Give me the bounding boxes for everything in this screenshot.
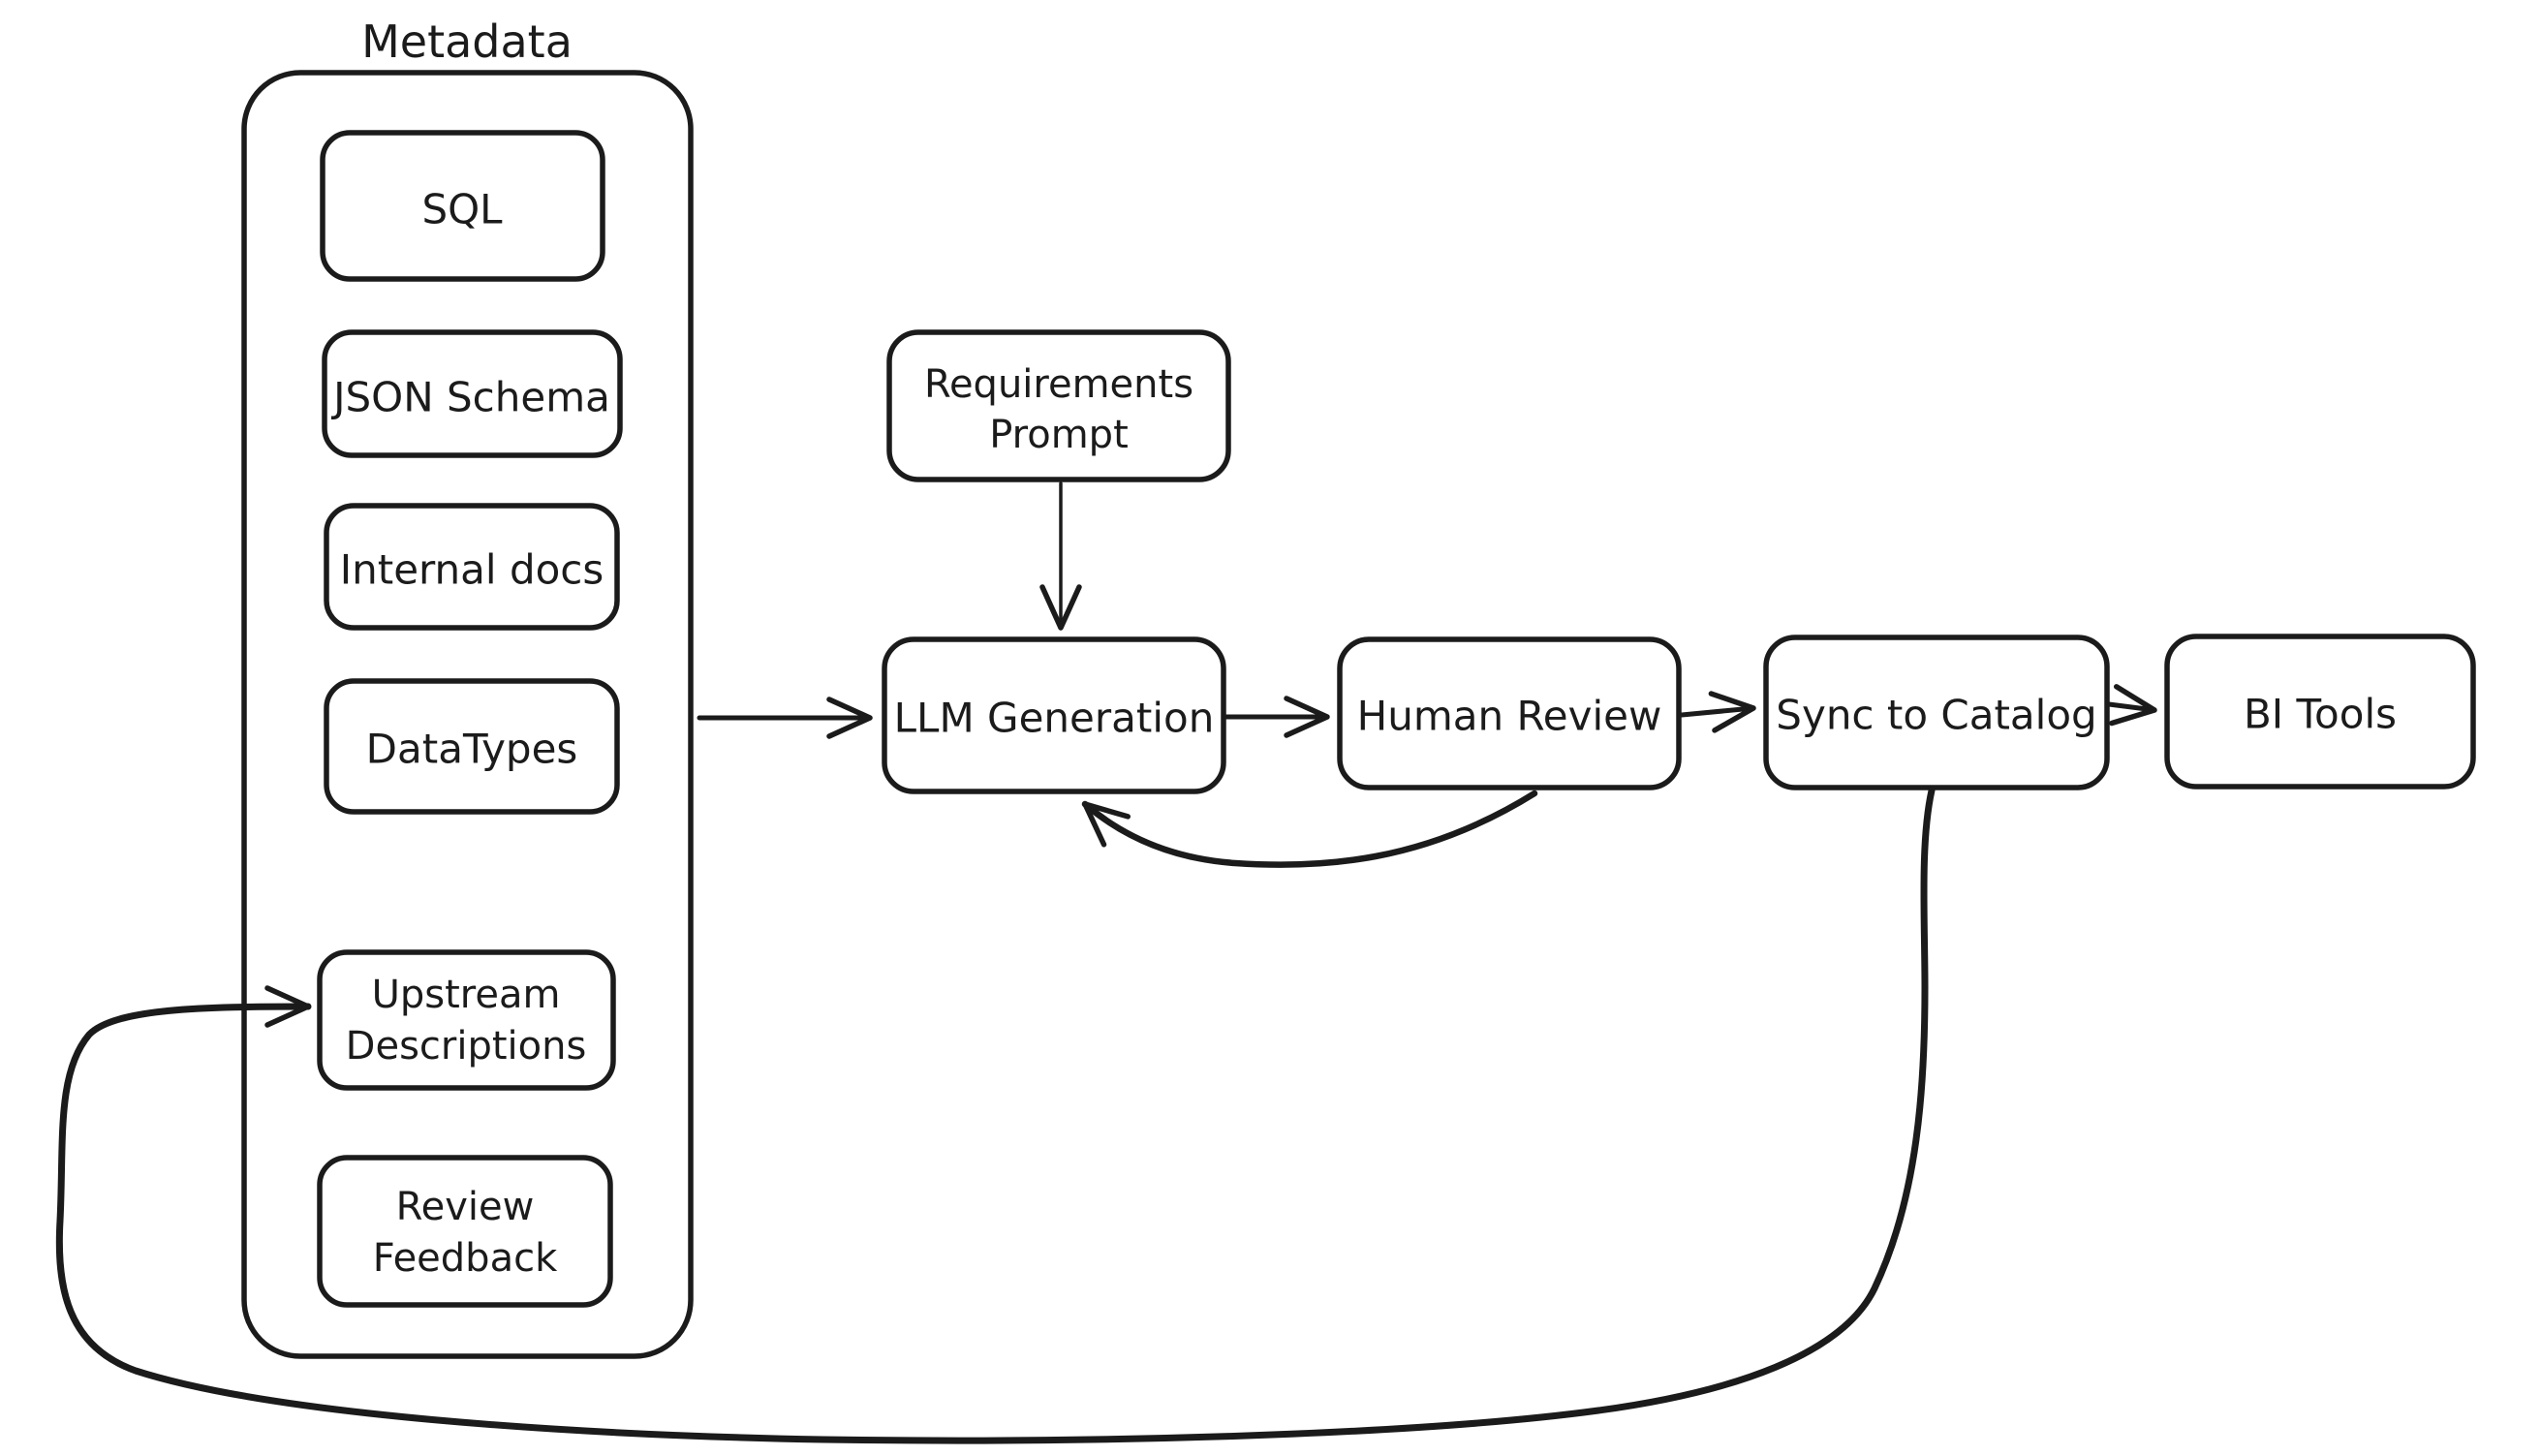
node-upstream-descriptions-label-line1: Upstream <box>372 973 561 1017</box>
node-json-schema-label: JSON Schema <box>330 374 610 421</box>
edge-human-review-to-sync-to-catalog-arrow <box>1679 691 1756 733</box>
node-llm-generation-box <box>882 636 1226 794</box>
node-json-schema: JSON Schema <box>322 329 623 458</box>
node-internal-docs-label: Internal docs <box>340 546 604 594</box>
node-review-feedback-label-line1: Review <box>396 1185 535 1229</box>
metadata-container <box>241 70 694 1359</box>
node-sync-to-catalog-box <box>1763 635 2110 790</box>
node-llm-generation-label: LLM Generation <box>894 695 1215 742</box>
node-sql-label: SQL <box>421 186 503 233</box>
node-sql-box <box>320 130 605 282</box>
node-requirements-prompt-box <box>886 329 1231 482</box>
node-bi-tools: BI Tools <box>2164 634 2476 790</box>
node-requirements-prompt-label-line2: Prompt <box>989 413 1129 457</box>
node-requirements-prompt-label-line1: Requirements <box>924 362 1193 407</box>
edge-human-review-feedback-to-llm-generation-arrow <box>1081 790 1538 868</box>
node-bi-tools-label: BI Tools <box>2244 691 2397 738</box>
node-bi-tools-box <box>2164 634 2476 790</box>
node-internal-docs: Internal docs <box>324 503 620 631</box>
node-upstream-descriptions-label-line2: Descriptions <box>346 1024 587 1069</box>
node-review-feedback-box <box>317 1155 613 1308</box>
node-datatypes: DataTypes <box>324 678 620 815</box>
node-review-feedback-label-line2: Feedback <box>373 1236 558 1281</box>
metadata-container-title: Metadata <box>361 15 573 68</box>
node-sync-to-catalog: Sync to Catalog <box>1763 635 2110 790</box>
node-human-review-label: Human Review <box>1357 693 1662 740</box>
node-upstream-descriptions: Upstream Descriptions <box>317 949 616 1091</box>
node-human-review: Human Review <box>1337 636 1682 790</box>
node-datatypes-box <box>324 678 620 815</box>
node-review-feedback: Review Feedback <box>317 1155 613 1308</box>
node-datatypes-label: DataTypes <box>366 726 578 773</box>
node-human-review-box <box>1337 636 1682 790</box>
node-requirements-prompt: Requirements Prompt <box>886 329 1231 482</box>
node-sync-to-catalog-label: Sync to Catalog <box>1776 692 2096 739</box>
node-json-schema-box <box>322 329 623 458</box>
edge-sync-to-catalog-to-bi-tools-arrow <box>2106 684 2157 727</box>
node-llm-generation: LLM Generation <box>882 636 1226 794</box>
edge-sync-to-catalog-feedback-to-upstream-descriptions-arrow <box>55 787 1936 1444</box>
node-sql: SQL <box>320 130 605 282</box>
node-internal-docs-box <box>324 503 620 631</box>
node-upstream-descriptions-box <box>317 949 616 1091</box>
